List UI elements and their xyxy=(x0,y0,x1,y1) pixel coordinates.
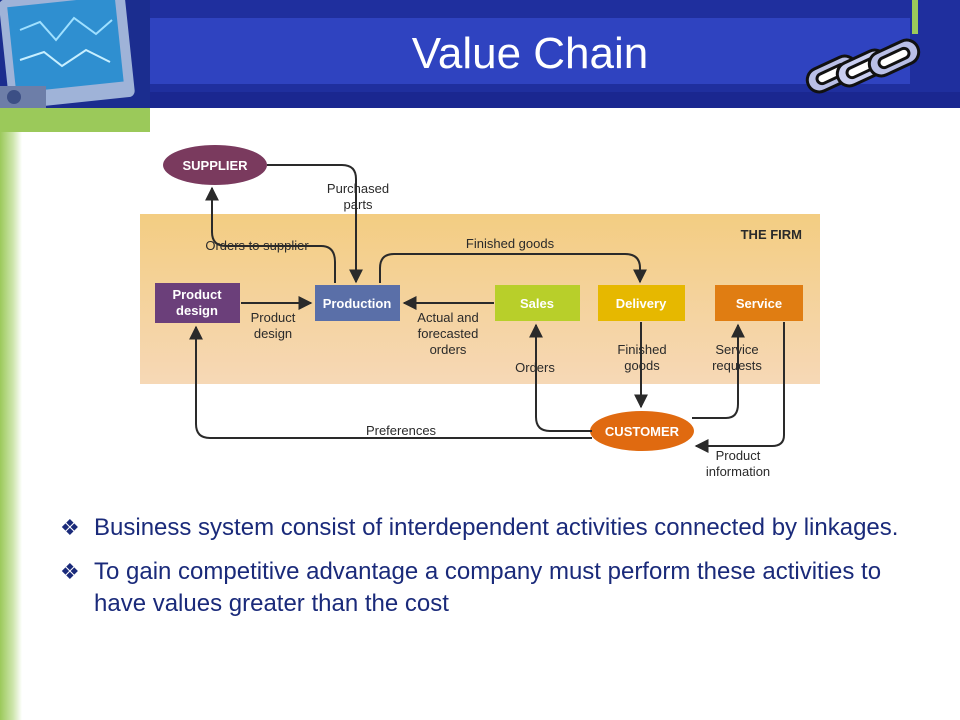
left-accent-bar xyxy=(0,108,22,720)
slide-title: Value Chain xyxy=(411,29,649,78)
finished-goods-bottom-label-line1: Finished xyxy=(617,342,666,357)
product-design-node xyxy=(155,283,240,323)
finished-goods-top-label: Finished goods xyxy=(466,236,555,251)
production-label: Production xyxy=(323,296,392,311)
corner-accent xyxy=(0,108,150,132)
sales-label: Sales xyxy=(520,296,554,311)
production-node xyxy=(315,285,400,321)
finished-goods-top-arrow xyxy=(379,253,647,284)
actual-forecasted-orders-label-line1: Actual and xyxy=(417,310,478,325)
product-information-arrow xyxy=(694,322,785,453)
supplier-label: SUPPLIER xyxy=(182,158,248,173)
bullet-item: ❖ To gain competitive advantage a compan… xyxy=(60,556,920,620)
actual-forecasted-orders-label-line2: forecasted xyxy=(418,326,479,341)
service-requests-label-line2: requests xyxy=(712,358,762,373)
supplier-node xyxy=(163,145,267,185)
bullet-item: ❖ Business system consist of interdepend… xyxy=(60,512,920,544)
firm-band xyxy=(140,214,820,384)
orders-to-supplier-arrow xyxy=(205,186,336,283)
preferences-label: Preferences xyxy=(366,423,437,438)
value-chain-diagram: THE FIRM SUPPLIER Product design Product… xyxy=(140,145,820,479)
diamond-bullet-icon: ❖ xyxy=(60,559,80,584)
service-requests-arrow xyxy=(692,323,745,419)
purchased-parts-label-line1: Purchased xyxy=(327,181,389,196)
product-design-label-line1: Product xyxy=(172,287,222,302)
diamond-bullet-icon: ❖ xyxy=(60,515,80,540)
orders-to-supplier-label: Orders to supplier xyxy=(205,238,309,253)
service-requests-label-line1: Service xyxy=(715,342,758,357)
sales-node xyxy=(495,285,580,321)
customer-node xyxy=(590,411,694,451)
firm-label: THE FIRM xyxy=(741,227,802,242)
product-design-label-line2: design xyxy=(176,303,218,318)
bullet-list: ❖ Business system consist of interdepend… xyxy=(60,512,920,632)
delivery-label: Delivery xyxy=(616,296,667,311)
header-bottom-strip xyxy=(150,92,960,108)
bullet-text: To gain competitive advantage a company … xyxy=(94,558,882,617)
finished-goods-bottom-label-line2: goods xyxy=(624,358,660,373)
purchased-parts-label-line2: parts xyxy=(344,197,373,212)
bullet-text: Business system consist of interdependen… xyxy=(94,514,899,541)
service-label: Service xyxy=(736,296,782,311)
orders-arrow xyxy=(529,323,592,432)
product-information-label-line2: information xyxy=(706,464,770,479)
header-band xyxy=(150,18,910,84)
product-design-flow-label-line2: design xyxy=(254,326,292,341)
delivery-node xyxy=(598,285,685,321)
chain-link-icon xyxy=(805,38,921,94)
top-right-accent xyxy=(912,0,918,34)
orders-label: Orders xyxy=(515,360,555,375)
service-node xyxy=(715,285,803,321)
customer-label: CUSTOMER xyxy=(605,424,680,439)
actual-forecasted-orders-label-line3: orders xyxy=(430,342,467,357)
monitor-icon xyxy=(0,0,150,108)
product-information-label-line1: Product xyxy=(716,448,761,463)
preferences-arrow xyxy=(189,325,592,439)
product-design-flow-label-line1: Product xyxy=(251,310,296,325)
purchased-parts-arrow xyxy=(267,164,363,284)
